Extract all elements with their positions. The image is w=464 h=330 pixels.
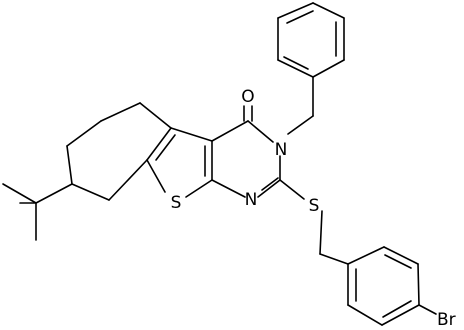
phenyl-ring-top <box>277 2 345 78</box>
bond <box>384 254 412 269</box>
bromophenyl-ring <box>347 246 420 326</box>
thiophene-ring <box>146 127 213 198</box>
bond <box>257 179 281 198</box>
bond <box>35 183 73 204</box>
bond <box>247 120 274 143</box>
bond <box>100 102 141 122</box>
bond <box>277 59 314 78</box>
bond <box>383 246 419 265</box>
nitrogen-ring-label: N <box>275 140 288 160</box>
bond <box>312 2 345 19</box>
bond <box>347 304 383 326</box>
bond <box>382 300 412 318</box>
bond <box>155 134 176 161</box>
sulfur-thioether-label: S <box>309 196 320 216</box>
bond <box>319 253 349 265</box>
bond <box>277 2 314 19</box>
nitrogen-imine-label: N <box>245 190 258 210</box>
bond <box>312 59 345 78</box>
bond <box>347 246 385 265</box>
bond <box>170 127 213 142</box>
bond <box>381 304 420 326</box>
bond <box>185 179 213 198</box>
bond <box>319 210 323 255</box>
bond <box>418 304 437 315</box>
pyrimidinone-ring <box>211 120 281 198</box>
cyclohexane-ring <box>66 102 172 201</box>
bond <box>66 145 73 185</box>
sulfur-thiophene-label: S <box>171 193 182 213</box>
bond <box>417 263 420 306</box>
bond <box>211 120 249 142</box>
tert-butyl-group <box>2 183 73 241</box>
bond <box>108 159 148 201</box>
bond <box>71 183 110 201</box>
bond <box>2 183 37 204</box>
bond <box>139 102 172 129</box>
bond <box>261 177 279 191</box>
bond <box>283 56 309 70</box>
bond <box>146 159 166 193</box>
oxygen-label: O <box>241 87 254 107</box>
bond <box>211 179 246 198</box>
bond <box>66 120 102 147</box>
bond <box>286 10 314 24</box>
bromine-label: Br <box>437 310 456 330</box>
bond <box>146 127 172 161</box>
bond <box>287 115 314 135</box>
bond <box>279 179 305 200</box>
